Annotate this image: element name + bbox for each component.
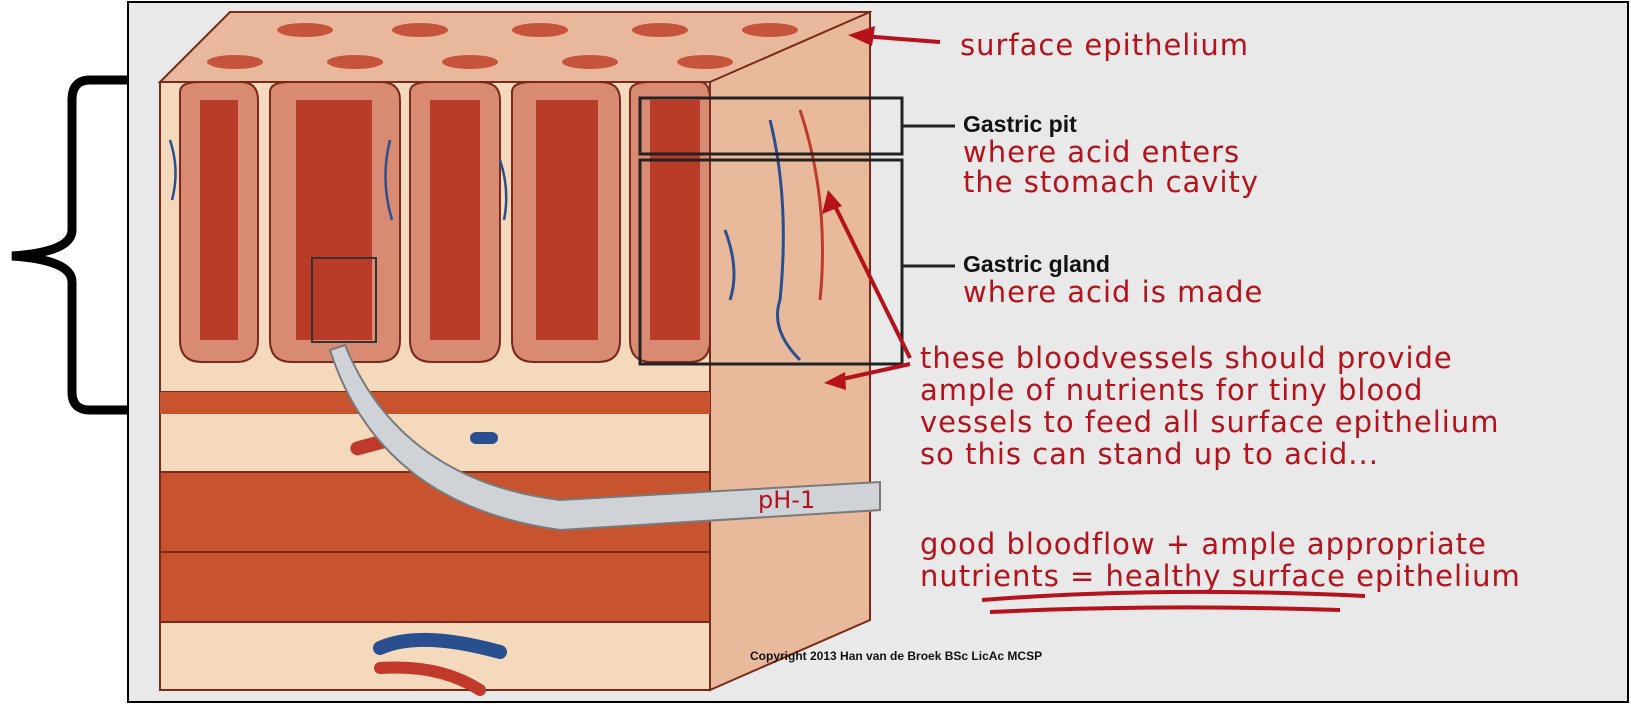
gastric-pit-desc-2: the stomach cavity [963, 165, 1259, 199]
copyright-text: Copyright 2013 Han van de Broek BSc LicA… [750, 649, 1042, 663]
ph-label: pH-1 [758, 486, 815, 514]
bloodvessels-line-3: vessels to feed all surface epithelium [920, 405, 1499, 439]
gastric-gland-desc: where acid is made [963, 275, 1263, 309]
gastric-pit-title: Gastric pit [963, 111, 1077, 137]
conclusion-line-2: nutrients = healthy surface epithelium [920, 559, 1521, 593]
gastric-gland-title: Gastric gland [963, 251, 1110, 277]
gastric-pit-desc-1: where acid enters [963, 135, 1240, 169]
serosa-layer [160, 622, 710, 690]
conclusion-line-1: good bloodflow + ample appropriate [920, 527, 1487, 561]
bloodvessels-line-2: ample of nutrients for tiny blood [920, 373, 1423, 407]
muscle-layer-thin [160, 392, 710, 414]
bloodvessels-line-4: so this can stand up to acid... [920, 437, 1379, 471]
bloodvessels-line-1: these bloodvessels should provide [920, 341, 1453, 375]
surface-epithelium-label: surface epithelium [960, 28, 1249, 62]
muscle-layer-longitudinal [160, 552, 710, 622]
bracket-icon [12, 80, 130, 410]
